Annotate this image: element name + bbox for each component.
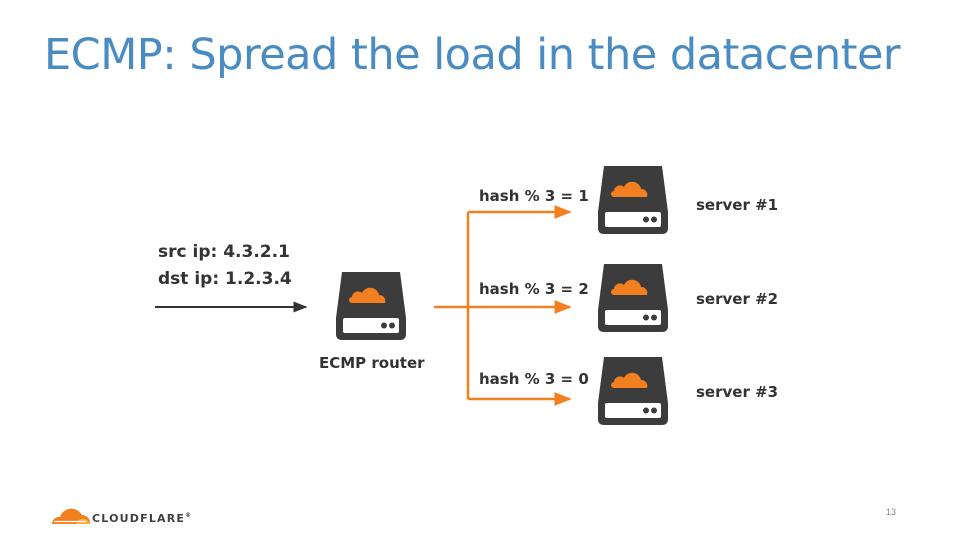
packet-header: src ip: 4.3.2.1 dst ip: 1.2.3.4: [158, 239, 292, 293]
slide-title: ECMP: Spread the load in the datacenter: [44, 30, 901, 80]
server-3-icon: [598, 357, 668, 425]
page-number: 13: [886, 507, 897, 517]
dst-ip-label: dst ip: 1.2.3.4: [158, 269, 292, 289]
route-label-2: hash % 3 = 2: [479, 280, 589, 298]
src-ip-label: src ip: 4.3.2.1: [158, 242, 290, 262]
server-1-icon: [598, 166, 668, 234]
route-lines: [434, 205, 572, 406]
route-label-1: hash % 3 = 1: [479, 187, 589, 205]
router-label: ECMP router: [319, 354, 425, 372]
cloudflare-logo: [51, 508, 91, 524]
server-2-label: server #2: [696, 290, 779, 308]
server-2-icon: [598, 264, 668, 332]
logo-text: CLOUDFLARE: [92, 512, 186, 525]
route-label-3: hash % 3 = 0: [479, 370, 589, 388]
server-1-label: server #1: [696, 196, 779, 214]
server-3-label: server #3: [696, 383, 779, 401]
router-icon: [336, 272, 406, 340]
logo-trademark: ®: [185, 512, 193, 519]
cloudflare-wordmark: CLOUDFLARE®: [92, 512, 192, 525]
